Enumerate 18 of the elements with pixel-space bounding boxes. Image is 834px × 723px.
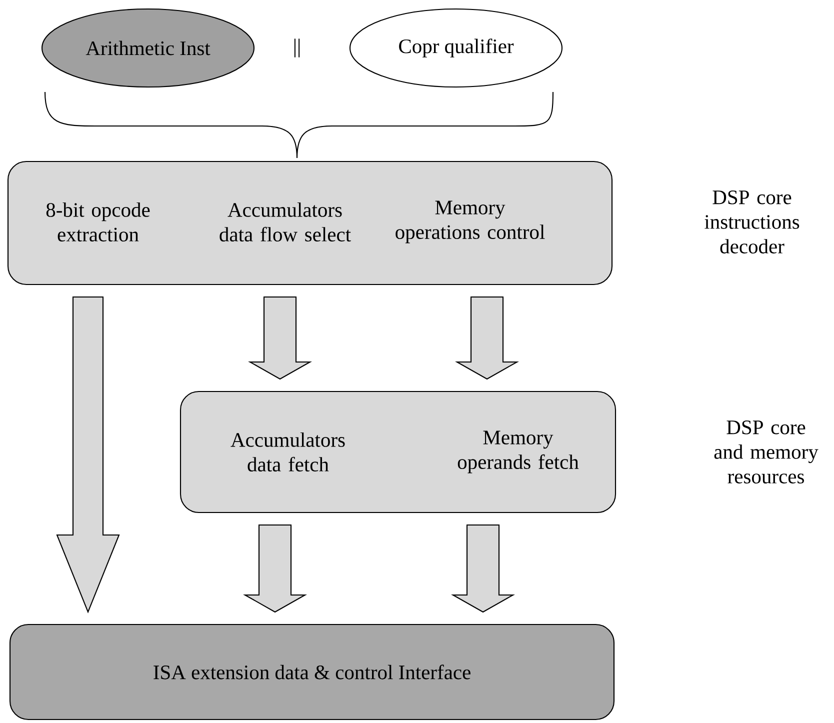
block-arrow	[56, 296, 120, 614]
box-text: 8-bit opcode extraction	[46, 202, 150, 242]
box-text: Memory operations control	[396, 200, 545, 244]
parallel-sign: ||	[294, 38, 300, 58]
interface-box: ISA extension data & control Interface	[9, 624, 615, 720]
block-arrow	[243, 524, 307, 613]
block-arrow	[248, 296, 312, 380]
block-arrow	[455, 296, 519, 380]
side-label: DSP core and memory resources	[714, 420, 818, 484]
box-text: Accumulators data fetch	[230, 432, 345, 472]
oval-box: Copr qualifier	[349, 8, 563, 88]
process-box	[180, 390, 616, 514]
side-label: DSP core instructions decoder	[704, 190, 800, 254]
process-box	[7, 160, 613, 286]
oval-box: Arithmetic Inst	[41, 8, 255, 88]
box-text: Memory operands fetch	[458, 430, 579, 474]
box-text: Accumulators data flow select	[220, 202, 351, 242]
block-arrow	[451, 524, 515, 613]
